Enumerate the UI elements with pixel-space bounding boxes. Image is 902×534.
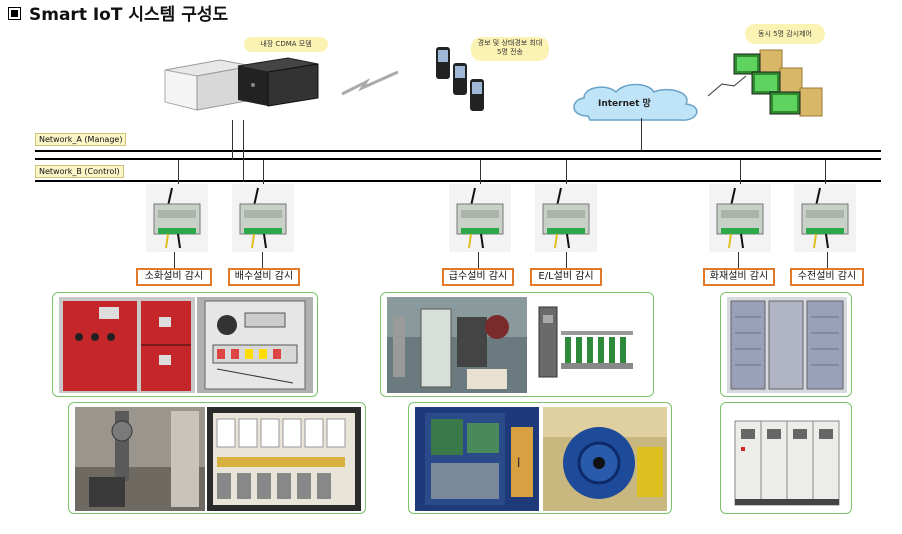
elevator-controller-photo: l xyxy=(415,407,539,511)
elevator-motor-photo xyxy=(543,407,667,511)
lightning-icon xyxy=(341,70,399,96)
square-bullet-icon xyxy=(8,6,21,20)
device-link xyxy=(480,160,481,188)
system-label-water-supply: 급수설비 감시 xyxy=(442,268,514,286)
device-link xyxy=(178,160,179,188)
network-b-line xyxy=(35,180,881,182)
controller-icon xyxy=(709,184,771,252)
drainage-panel-photo xyxy=(197,297,313,393)
system-label-drainage: 배수설비 감시 xyxy=(228,268,300,286)
controller-icon xyxy=(535,184,597,252)
label-link xyxy=(566,252,567,268)
device-link xyxy=(566,160,567,188)
server-link-2 xyxy=(243,120,244,182)
pcs-bubble: 동시 5명 감시제어 xyxy=(745,24,825,44)
water-pump-photo xyxy=(387,297,527,393)
label-link xyxy=(262,252,263,268)
controller-icon xyxy=(146,184,208,252)
server-icon xyxy=(164,57,319,111)
system-label-fire-suppression: 소화설비 감시 xyxy=(136,268,212,286)
label-link xyxy=(827,252,828,268)
label-link xyxy=(738,252,739,268)
photo-group-fire-drainage-2 xyxy=(68,402,366,514)
controller-icon xyxy=(449,184,511,252)
switchgear-photo xyxy=(727,407,847,511)
phones-bubble: 경보 및 상태경보 최대 5명 전송 xyxy=(471,37,549,61)
page-title-text: Smart IoT 시스템 구성도 xyxy=(29,5,229,25)
device-link xyxy=(740,160,741,188)
system-label-power-receiving: 수전설비 감시 xyxy=(790,268,864,286)
network-b-label: Network_B (Control) xyxy=(35,165,124,178)
valve-photo xyxy=(75,407,205,511)
network-a-line-2 xyxy=(35,158,881,160)
photo-group-water-elevator-2: l xyxy=(408,402,672,514)
controller-icon xyxy=(232,184,294,252)
pc-icon xyxy=(707,49,823,117)
photo-group-water-elevator xyxy=(380,292,654,397)
page-title: Smart IoT 시스템 구성도 xyxy=(8,0,228,25)
phone-icon xyxy=(436,47,484,111)
label-link xyxy=(478,252,479,268)
controller-icon xyxy=(794,184,856,252)
photo-group-fire-drainage xyxy=(52,292,318,397)
control-panel-photo xyxy=(207,407,361,511)
booster-pump-photo xyxy=(529,297,649,393)
device-link xyxy=(825,160,826,188)
system-label-elevator: E/L설비 감시 xyxy=(530,268,602,286)
photo-group-fire-alarm xyxy=(720,292,852,397)
fire-alarm-cabinet-photo xyxy=(727,297,847,393)
internet-label: Internet 망 xyxy=(598,99,651,109)
network-a-label: Network_A (Manage) xyxy=(35,133,127,146)
network-a-line xyxy=(35,150,881,152)
server-link xyxy=(232,120,233,160)
photo-group-power xyxy=(720,402,852,514)
cdma-bubble: 내장 CDMA 모뎀 xyxy=(244,37,328,52)
fire-panel-photo xyxy=(59,297,195,393)
system-label-fire-alarm: 화재설비 감시 xyxy=(703,268,775,286)
label-link xyxy=(174,252,175,268)
device-link xyxy=(263,160,264,188)
svg-text:l: l xyxy=(517,456,520,470)
internet-link xyxy=(641,118,642,151)
cloud-icon xyxy=(573,83,698,121)
